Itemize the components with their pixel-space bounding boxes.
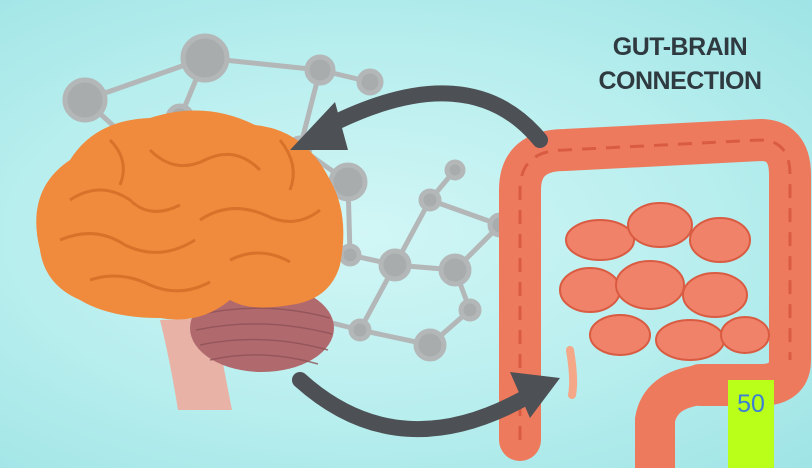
top-arrowhead-icon bbox=[290, 102, 348, 150]
diagram-title: GUT-BRAIN CONNECTION bbox=[560, 30, 800, 98]
page-number: 50 bbox=[728, 390, 774, 419]
title-line-2: CONNECTION bbox=[560, 64, 800, 98]
page-number-badge: 50 bbox=[728, 380, 774, 474]
bottom-arrow-arc bbox=[300, 380, 530, 429]
title-line-1: GUT-BRAIN bbox=[560, 30, 800, 64]
bottom-border bbox=[0, 468, 812, 474]
top-arrow-arc bbox=[330, 93, 540, 140]
